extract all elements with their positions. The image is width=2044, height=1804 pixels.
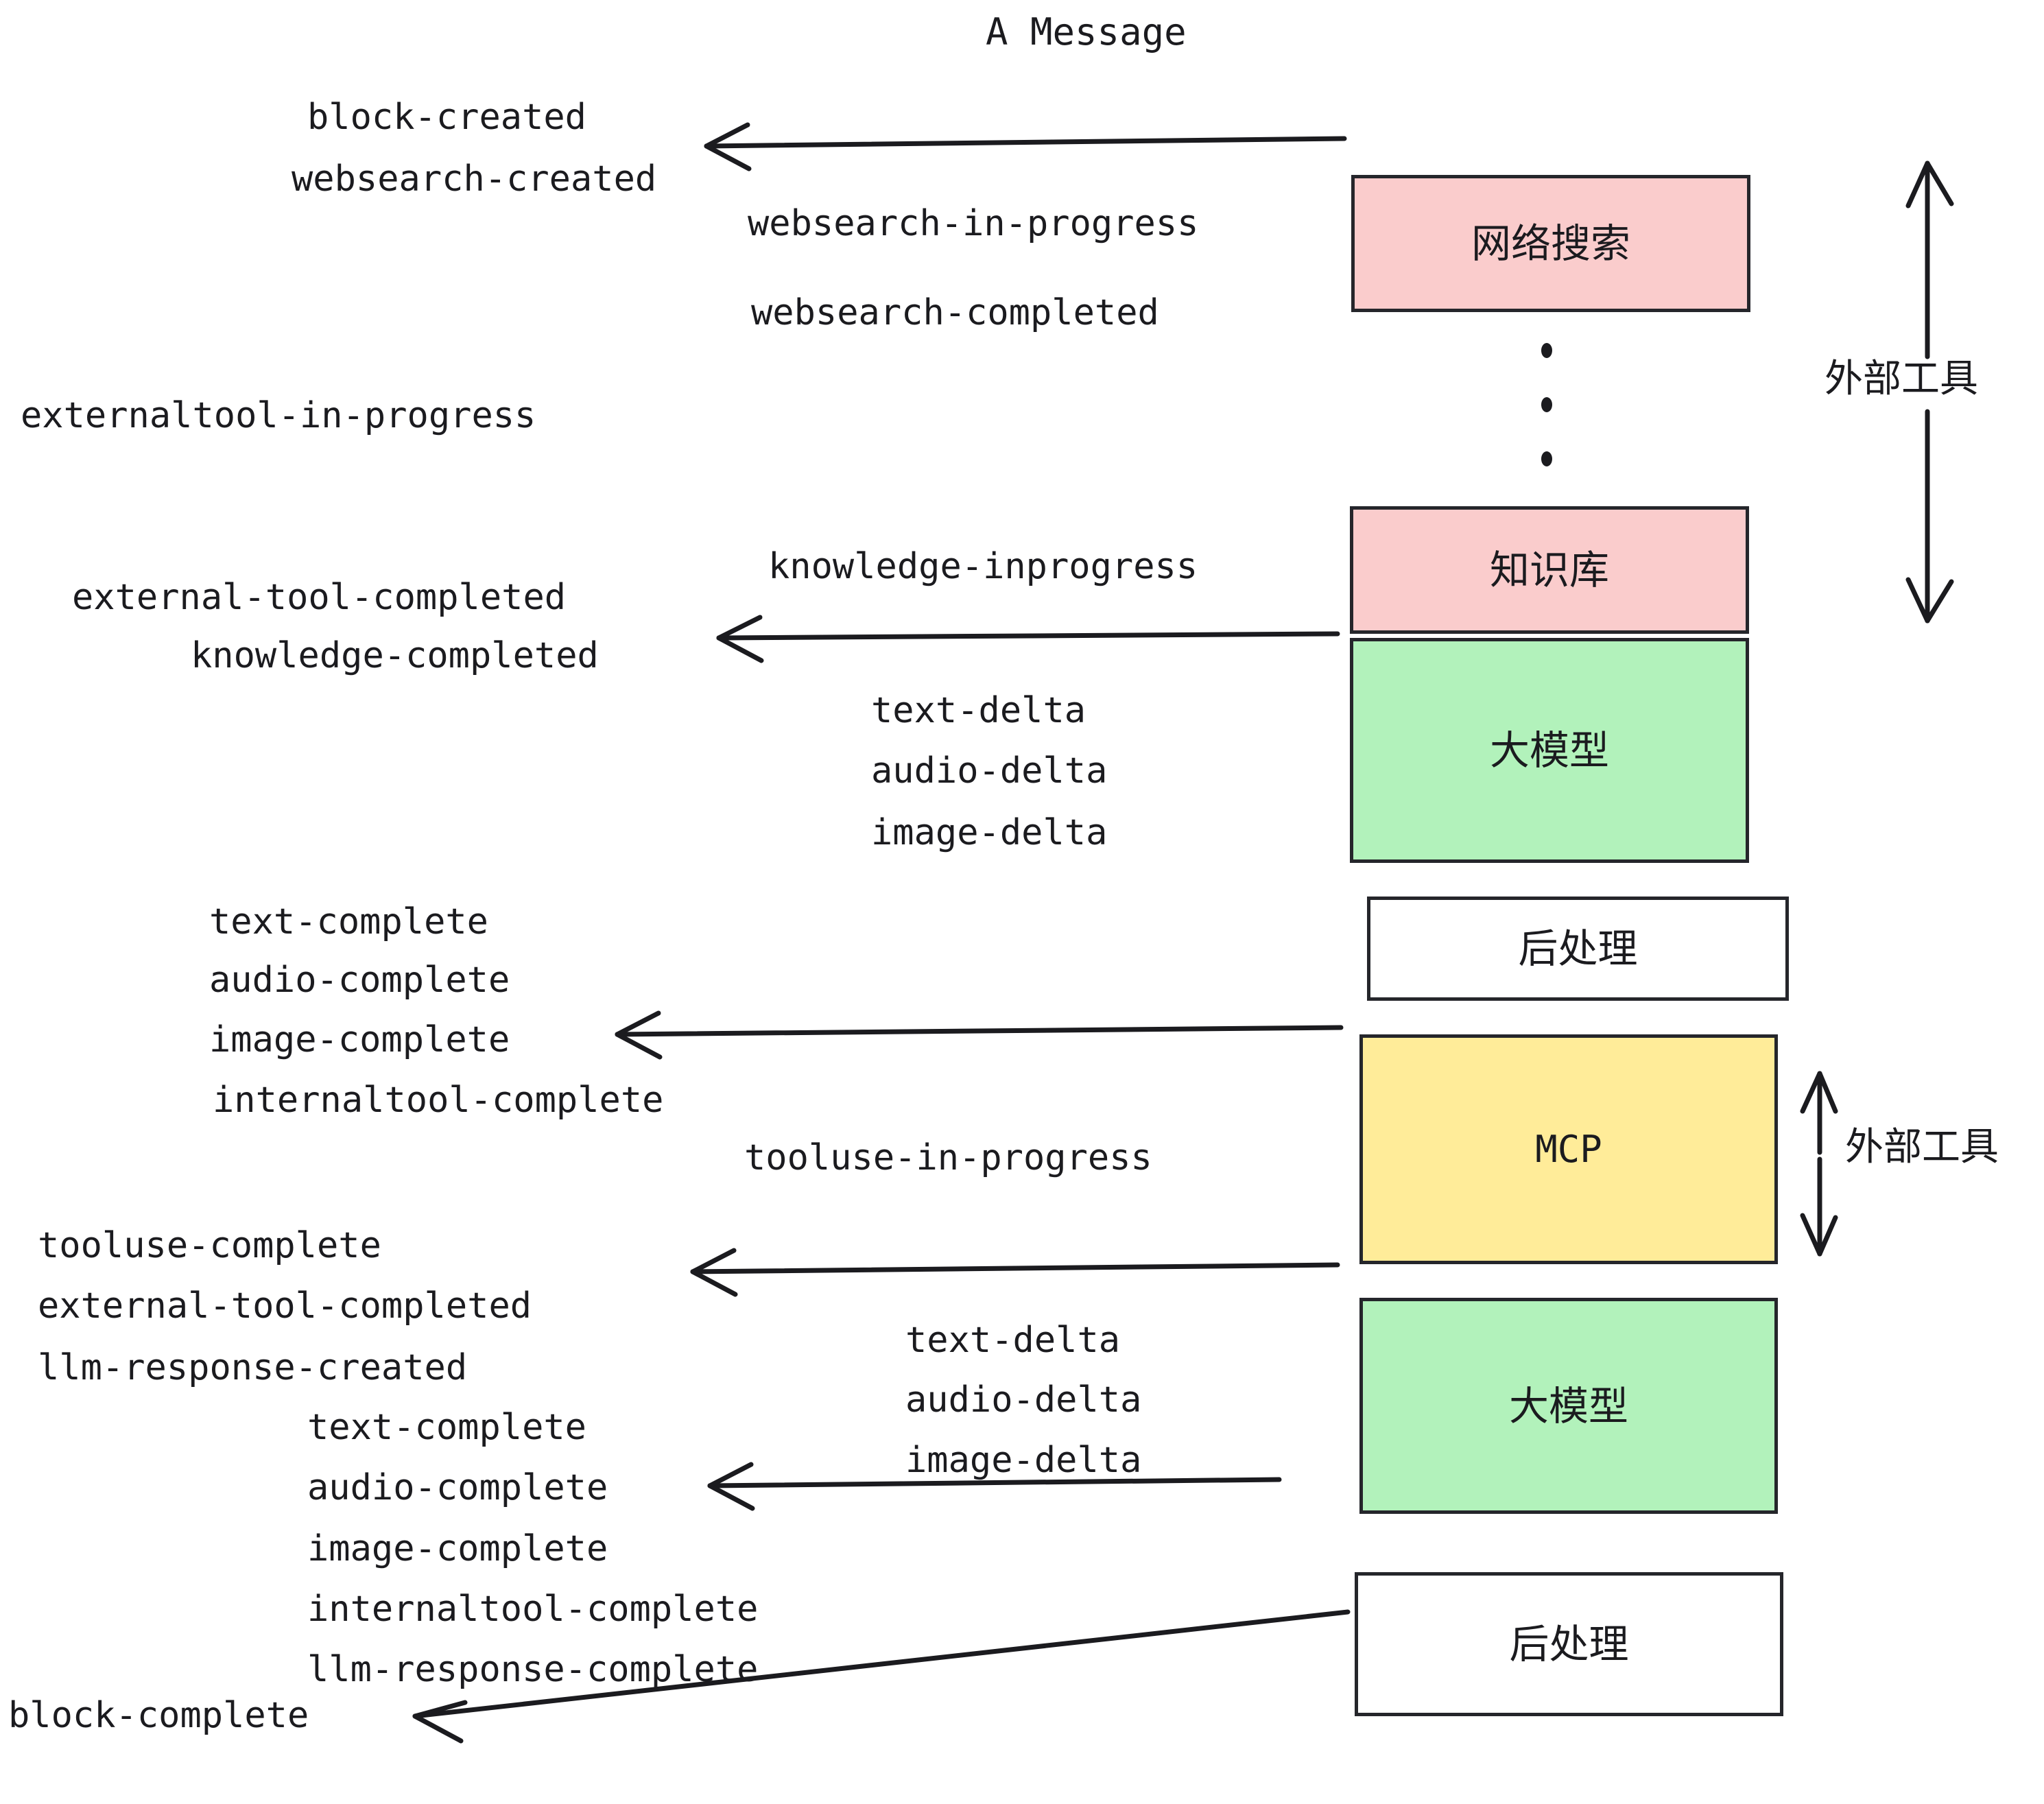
event-websearch-completed: websearch-completed bbox=[751, 292, 1159, 333]
event-block-created: block-created bbox=[307, 97, 586, 138]
event-text-delta-2: text-delta bbox=[905, 1320, 1121, 1361]
event-external-tool-completed-2: external-tool-completed bbox=[38, 1285, 532, 1327]
event-internaltool-complete-2: internaltool-complete bbox=[307, 1589, 759, 1630]
node-mcp[interactable]: MCP bbox=[1359, 1034, 1778, 1264]
event-audio-complete-1: audio-complete bbox=[209, 960, 510, 1001]
event-image-delta-1: image-delta bbox=[871, 812, 1108, 853]
node-llm-2-label: 大模型 bbox=[1508, 1382, 1628, 1429]
node-mcp-label: MCP bbox=[1535, 1127, 1602, 1171]
node-websearch[interactable]: 网络搜索 bbox=[1351, 175, 1750, 312]
event-llm-response-complete: llm-response-complete bbox=[307, 1649, 759, 1690]
event-llm-response-created: llm-response-created bbox=[38, 1347, 468, 1388]
arrow-knowledge-to-knowledge-completed bbox=[716, 615, 1340, 663]
event-internaltool-complete-1: internaltool-complete bbox=[213, 1080, 664, 1121]
node-postprocess-2-label: 后处理 bbox=[1509, 1621, 1629, 1667]
event-text-delta-1: text-delta bbox=[871, 690, 1086, 731]
event-image-complete-2: image-complete bbox=[307, 1528, 608, 1569]
event-externaltool-in-progress: externaltool-in-progress bbox=[21, 395, 536, 436]
node-postprocess-1[interactable]: 后处理 bbox=[1367, 897, 1789, 1001]
event-audio-delta-2: audio-delta bbox=[905, 1379, 1142, 1421]
external-tools-bottom-arrow bbox=[1800, 1071, 1838, 1257]
event-websearch-created: websearch-created bbox=[292, 158, 657, 200]
node-postprocess-1-label: 后处理 bbox=[1518, 925, 1638, 972]
event-websearch-in-progress: websearch-in-progress bbox=[748, 203, 1199, 244]
arrow-websearch-to-block-created bbox=[704, 122, 1347, 171]
event-image-delta-2: image-delta bbox=[905, 1440, 1142, 1481]
node-llm-2[interactable]: 大模型 bbox=[1359, 1298, 1778, 1514]
event-audio-delta-1: audio-delta bbox=[871, 750, 1108, 792]
node-knowledgebase[interactable]: 知识库 bbox=[1350, 506, 1749, 634]
node-llm-1[interactable]: 大模型 bbox=[1350, 638, 1749, 863]
event-block-complete: block-complete bbox=[8, 1695, 309, 1736]
event-knowledge-inprogress: knowledge-inprogress bbox=[768, 546, 1198, 587]
node-knowledgebase-label: 知识库 bbox=[1489, 547, 1609, 593]
event-text-complete-2: text-complete bbox=[307, 1407, 586, 1448]
event-audio-complete-2: audio-complete bbox=[307, 1467, 608, 1508]
event-tooluse-in-progress: tooluse-in-progress bbox=[744, 1137, 1152, 1178]
event-image-complete-1: image-complete bbox=[209, 1019, 510, 1060]
node-postprocess-2[interactable]: 后处理 bbox=[1355, 1572, 1783, 1716]
node-websearch-label: 网络搜索 bbox=[1471, 220, 1630, 267]
event-text-complete-1: text-complete bbox=[209, 901, 488, 942]
node-llm-1-label: 大模型 bbox=[1489, 727, 1609, 774]
vertical-ellipsis-icon bbox=[1540, 343, 1554, 466]
external-tools-bottom-label: 外部工具 bbox=[1845, 1125, 1999, 1170]
arrow-postprocess-to-image-complete bbox=[615, 1010, 1344, 1060]
page-title: A Message bbox=[986, 10, 1187, 54]
event-external-tool-completed-1: external-tool-completed bbox=[72, 577, 567, 618]
event-tooluse-complete: tooluse-complete bbox=[38, 1225, 381, 1266]
arrow-mcp-to-tooluse-complete bbox=[690, 1248, 1340, 1297]
event-knowledge-completed: knowledge-completed bbox=[191, 635, 599, 676]
external-tools-top-label: 外部工具 bbox=[1825, 357, 1978, 401]
